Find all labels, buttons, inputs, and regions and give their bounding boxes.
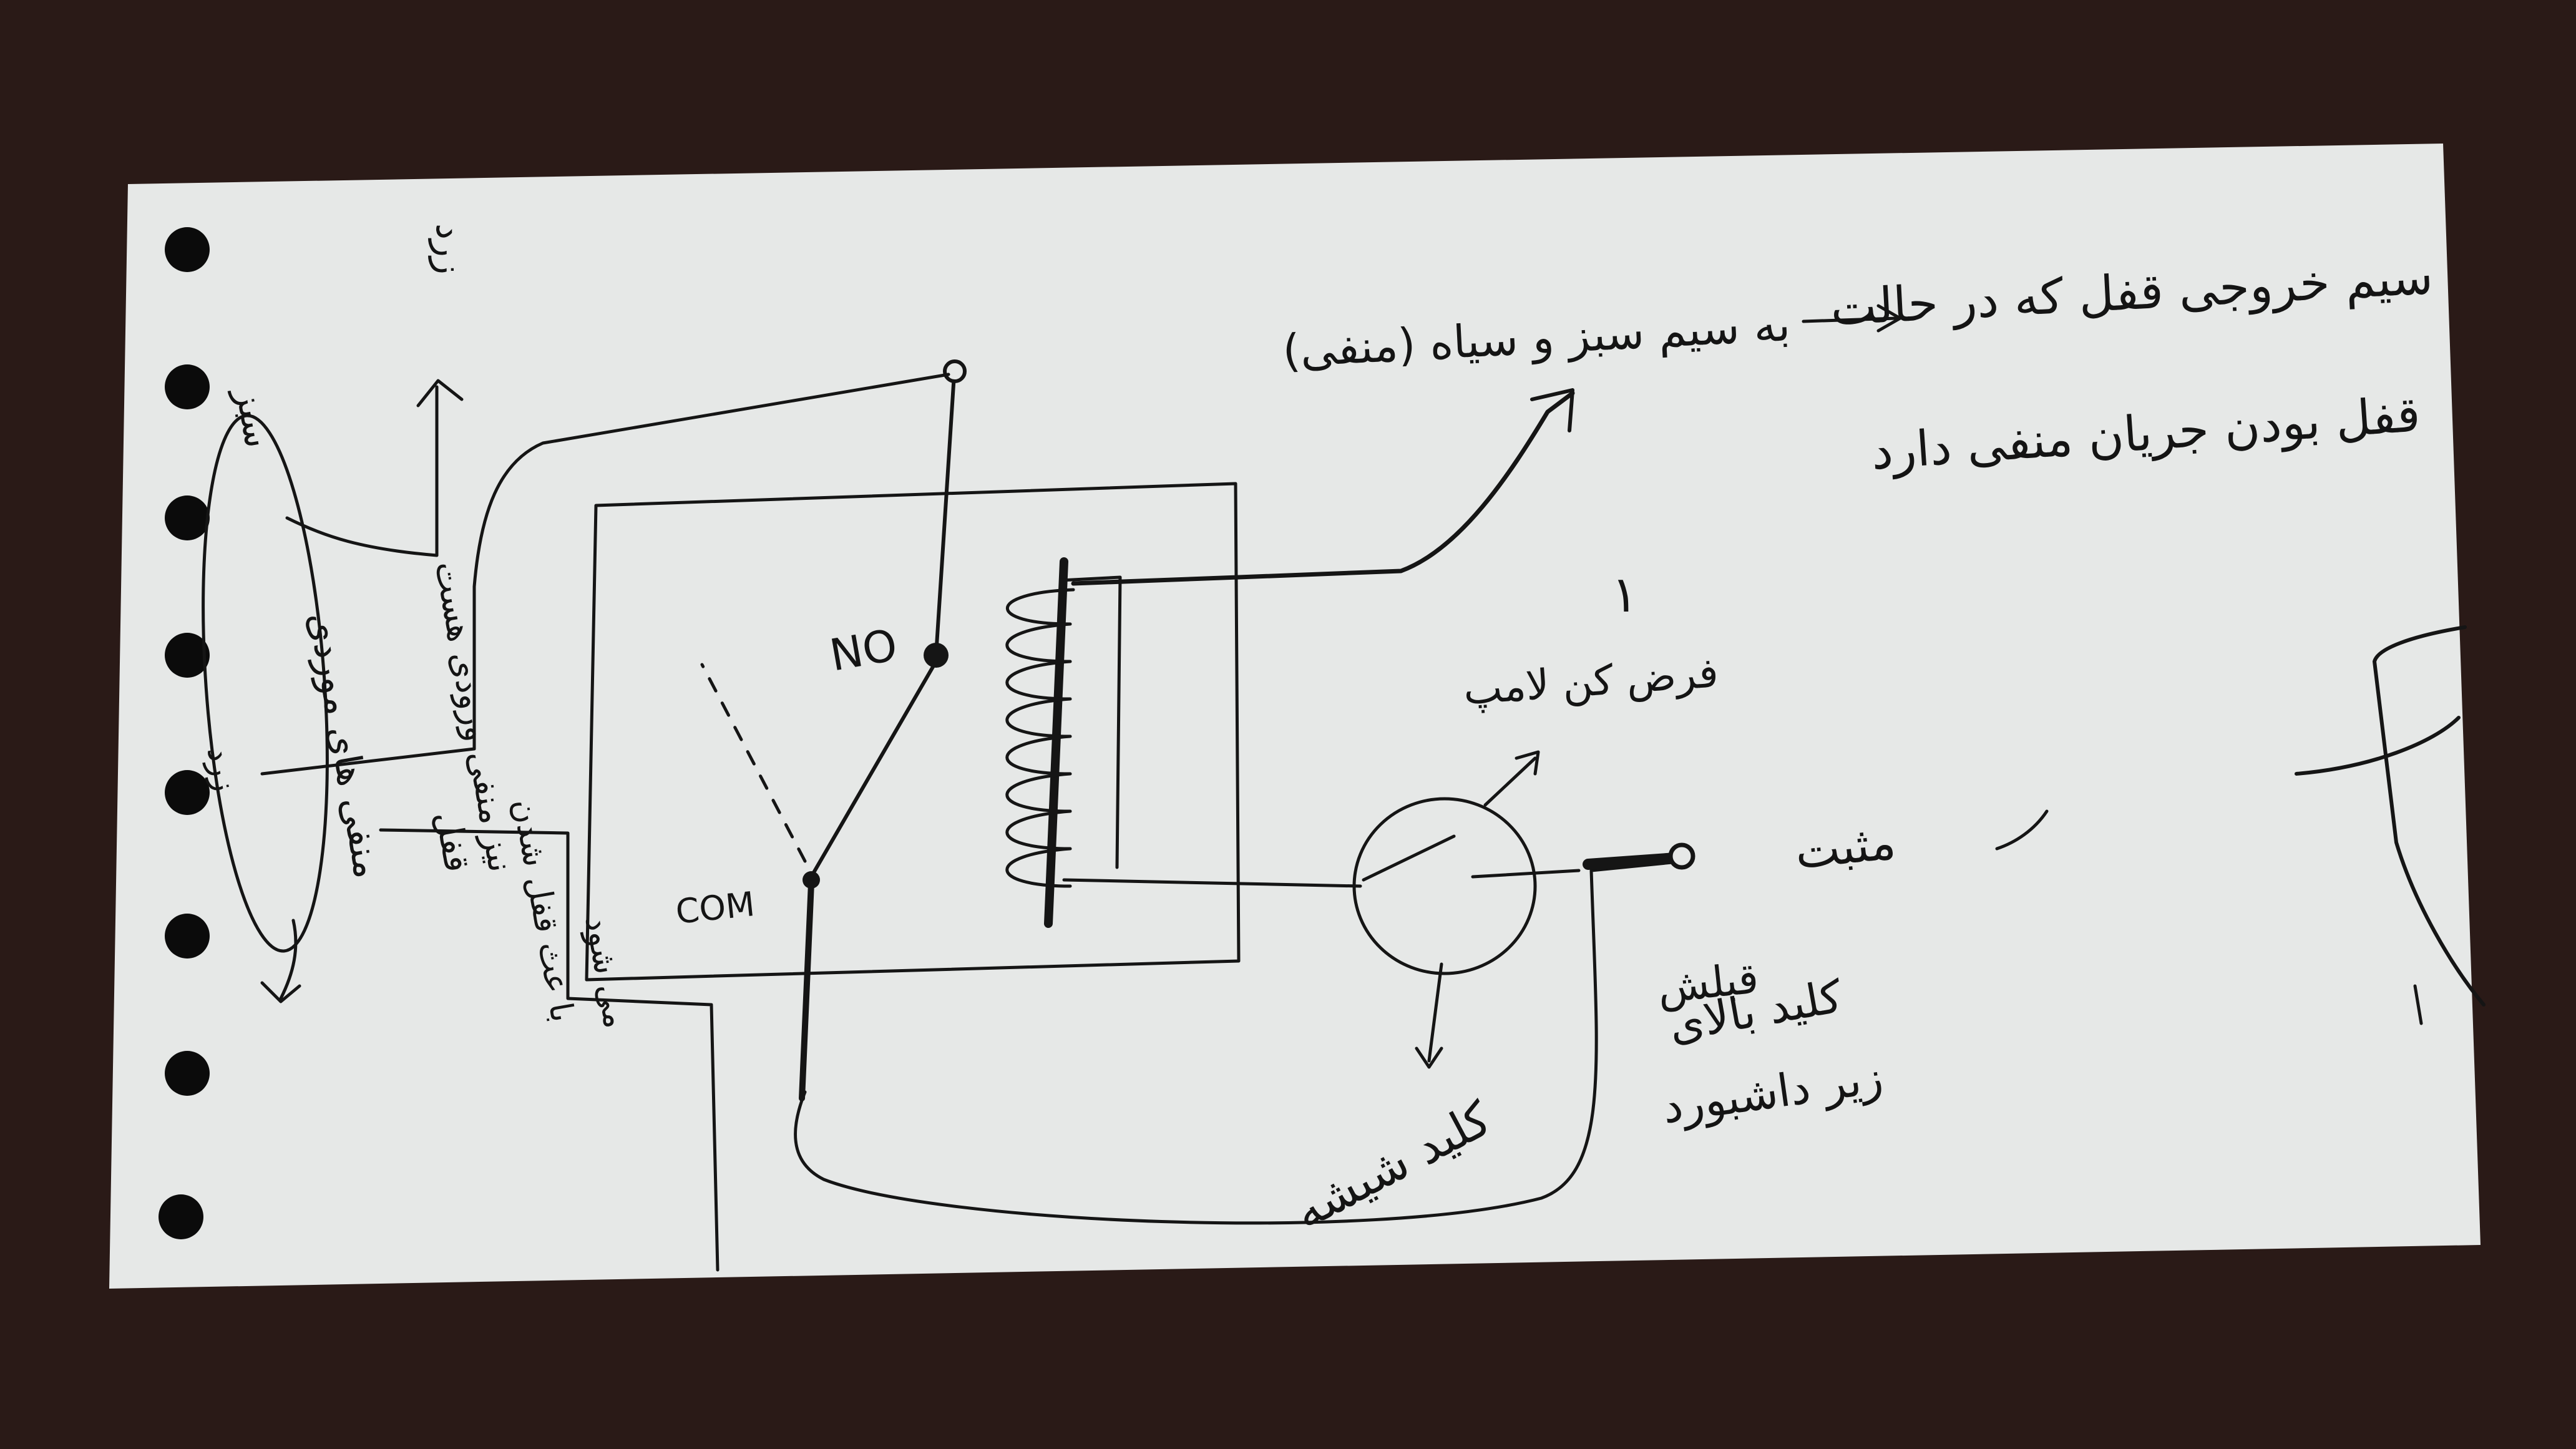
top-wire (260, 373, 950, 776)
right-partial-drawing-2 (2413, 984, 2423, 1025)
switch-positive-label: مثبت (1792, 814, 1898, 879)
relay-box (585, 482, 1241, 982)
positive-terminal-ring (1668, 842, 1695, 870)
relay-top-pin (943, 359, 967, 383)
bundle-arrow (416, 379, 464, 407)
punch-hole (159, 1194, 203, 1239)
bottom-loop-wire (794, 859, 1687, 1225)
positive-terminal (1583, 852, 1681, 870)
punch-holes (159, 227, 210, 1239)
punch-hole (165, 495, 210, 540)
note-arrow (1802, 316, 1899, 323)
wire-bundle-oval (202, 414, 329, 953)
switch-word-label: قبلش (1655, 954, 1761, 1013)
switch-arrow (1995, 809, 2049, 851)
relay-no-wire (934, 363, 957, 657)
relay-armature (809, 660, 938, 879)
relay-no-label: NO (826, 619, 901, 681)
bundle-arrow-down (279, 919, 298, 1000)
left-bracket (379, 828, 720, 1272)
punch-hole (165, 227, 210, 272)
relay-no-pin (924, 643, 949, 668)
bundle-wire-out (285, 385, 439, 557)
punch-hole (165, 1051, 210, 1096)
punch-hole (165, 770, 210, 815)
relay-armature-dashed (700, 663, 807, 863)
wire-yellow-label: زرد (428, 223, 471, 275)
coil-output-wire (1071, 391, 1575, 586)
relay-com-label: COM (674, 884, 757, 932)
coil-bulb-wire (1062, 878, 1362, 888)
paper-sheet (109, 144, 2481, 1289)
note-arrow-head (1876, 304, 1902, 333)
punch-hole (165, 914, 210, 959)
bundle-arrow-down-head (260, 981, 301, 1003)
relay-coil (1005, 557, 1122, 928)
wire-yellow-label-2: زرد (200, 744, 243, 794)
com-lead (799, 880, 814, 1101)
arrow-head (1530, 388, 1574, 432)
punch-hole (165, 364, 210, 409)
punch-hole (165, 633, 210, 678)
bulb-number-label: ۱ (1611, 565, 1638, 623)
right-partial-drawing (2295, 625, 2486, 1007)
